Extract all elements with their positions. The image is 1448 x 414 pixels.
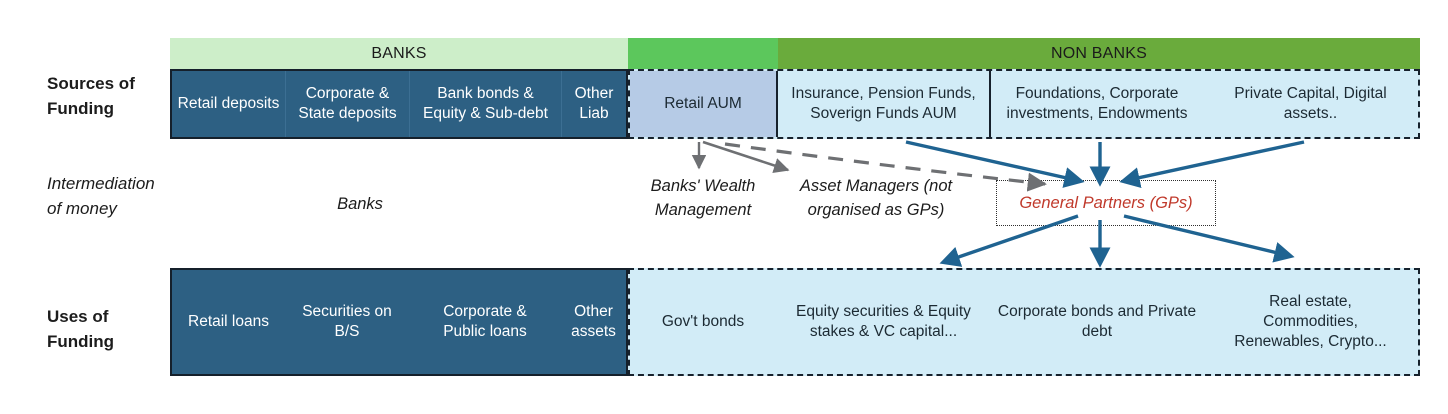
cell-line: assets [571,323,616,340]
uses-non-bank-block: Gov't bonds Equity securities & Equity s… [628,268,1420,376]
cell-line: Gov't bonds [661,313,745,331]
label-line: Banks' Wealth [650,177,756,195]
row-label-uses-of-funding: Uses of Funding [47,305,114,354]
sources-non-bank-block: Retail AUM Insurance, Pension Funds, Sov… [628,69,1420,139]
cell-line: Private Capital, Digital [1234,85,1387,103]
cell-line: B/S [334,323,360,340]
header-banks: BANKS [170,38,628,69]
row-label-line: of money [47,198,117,218]
row-label-line: Intermediation [47,174,155,193]
header-non-banks: NON BANKS [778,38,1420,69]
sources-cell-insurance-pension-soverign-funds-aum: Insurance, Pension Funds, Soverign Funds… [776,71,991,137]
sources-cell-other-liab: Other Liab [561,71,626,137]
uses-cell-govt-bonds: Gov't bonds [630,270,776,374]
intermediation-asset-managers: Asset Managers (not organised as GPs) [776,175,976,223]
cell-line: Insurance, Pension Funds, [791,85,976,103]
sources-cell-corporate-state-deposits: Corporate & State deposits [285,71,409,137]
cell-line: assets.. [1283,105,1338,122]
sources-bank-block: Retail deposits Corporate & State deposi… [170,69,628,139]
uses-cell-corporate-public-loans: Corporate & Public loans [409,270,561,374]
row-label-sources-of-funding: Sources of Funding [47,72,135,121]
cell-line: Soverign Funds AUM [810,105,957,122]
header-middle-band [628,38,778,69]
cell-line: Equity securities & Equity [796,303,971,321]
header-banks-label: BANKS [371,44,427,62]
cell-line: investments, Endowments [1006,105,1188,122]
sources-cell-bank-bonds-equity-subdebt: Bank bonds & Equity & Sub-debt [409,71,561,137]
cell-line: Commodities, [1263,313,1358,331]
intermediation-banks-wealth-management: Banks' Wealth Management [628,175,778,223]
intermediation-general-partners-box: General Partners (GPs) [996,180,1216,226]
sources-cell-private-capital-digital-assets: Private Capital, Digital assets.. [1203,71,1418,137]
row-label-intermediation-of-money: Intermediation of money [47,172,155,221]
uses-cell-securities-on-bs: Securities on B/S [285,270,409,374]
uses-cell-retail-loans: Retail loans [172,270,285,374]
cell-line: Renewables, Crypto... [1234,332,1387,350]
cell-line: Corporate & [305,85,390,103]
intermediation-banks: Banks [300,193,420,217]
sources-cell-retail-aum: Retail AUM [630,71,776,137]
sources-cell-foundations-corporate-investments-endowments: Foundations, Corporate investments, Endo… [991,71,1203,137]
sources-cell-retail-deposits: Retail deposits [172,71,285,137]
cell-line: Real estate, [1269,293,1352,311]
row-label-line: Uses of [47,307,109,326]
cell-line: Corporate bonds and Private [997,303,1197,321]
cell-line: Retail loans [188,313,269,331]
uses-cell-equity-securities-stakes-vc-capital: Equity securities & Equity stakes & VC c… [776,270,991,374]
label-line: Asset Managers (not [799,177,953,195]
cell-line: State deposits [298,105,397,122]
label-line: Management [654,200,752,219]
cell-line: Liab [579,105,609,122]
general-partners-label: General Partners (GPs) [1019,193,1193,212]
uses-cell-real-estate-commodities-renewables-crypto: Real estate, Commodities, Renewables, Cr… [1203,270,1418,374]
uses-cell-corporate-bonds-private-debt: Corporate bonds and Private debt [991,270,1203,374]
sources-of-funding-row: Retail deposits Corporate & State deposi… [170,69,1420,139]
intermediation-banks-label: Banks [337,195,383,213]
cell-line: Other [574,303,613,321]
row-label-line: Funding [47,331,115,351]
cell-line: Public loans [443,323,527,340]
uses-bank-block: Retail loans Securities on B/S Corporate… [170,268,628,376]
uses-of-funding-row: Retail loans Securities on B/S Corporate… [170,268,1420,376]
cell-line: Equity & Sub-debt [423,105,548,122]
cell-line: debt [1081,323,1113,340]
cell-line: Retail deposits [177,95,280,113]
cell-line: Corporate & [443,303,527,321]
header-non-banks-label: NON BANKS [1050,44,1148,62]
cell-line: Securities on [302,303,392,321]
row-label-line: Funding [47,98,115,118]
label-line: organised as GPs) [807,200,945,219]
cell-line: Retail AUM [664,95,742,113]
cell-line: stakes & VC capital... [809,323,958,340]
uses-cell-other-assets: Other assets [561,270,626,374]
arrow-retail-aum-to-asset-managers [702,140,790,174]
cell-line: Other [574,85,614,103]
row-label-line: Sources of [47,74,135,93]
cell-line: Bank bonds & [437,85,534,103]
arrow-private-capital-to-general-partners [1119,140,1305,188]
cell-line: Foundations, Corporate [1015,85,1179,103]
